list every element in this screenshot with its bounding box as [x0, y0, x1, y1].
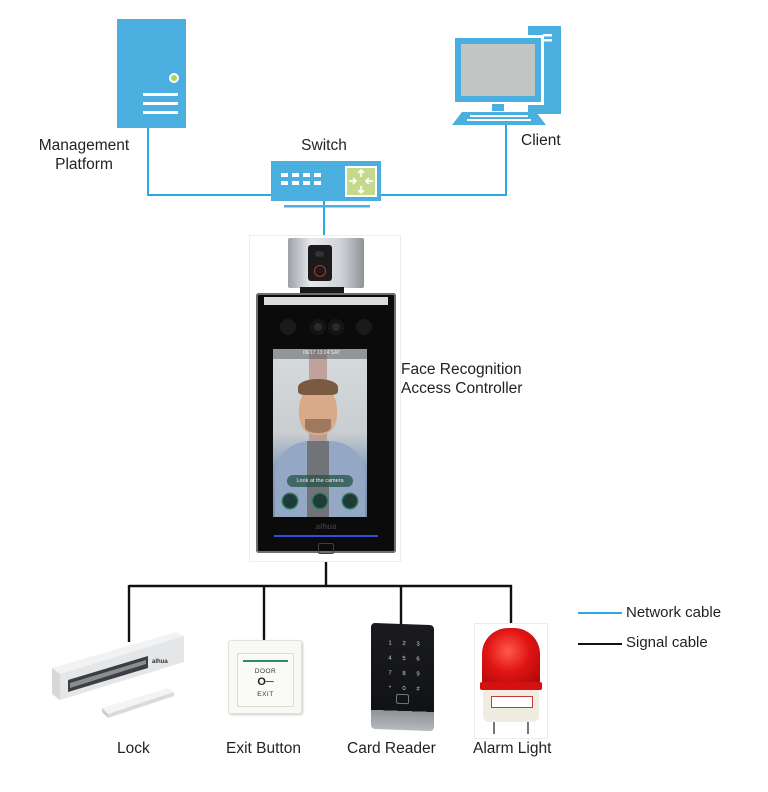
- legend-network-label: Network cable: [626, 604, 722, 621]
- network-cable-management: [147, 128, 272, 196]
- lock-label: Lock: [117, 740, 150, 757]
- screen-button-menu-icon[interactable]: [283, 494, 297, 508]
- keypad-key[interactable]: 3: [416, 641, 420, 648]
- management-platform-label: Management Platform: [24, 136, 144, 174]
- card-reader-device[interactable]: 1 2 3 4 5 6 7 8 9 * 0 #: [371, 622, 434, 732]
- key-icon: O─: [257, 676, 274, 688]
- exit-button-device[interactable]: DOOR O─ EXIT: [228, 640, 302, 714]
- controller-body: 06/17 13:24 SAT Look at the camera alhua: [256, 293, 396, 554]
- keypad-key[interactable]: 2: [402, 640, 406, 648]
- controller-label-line1: Face Recognition: [401, 361, 522, 378]
- exit-button-top-text: DOOR: [254, 668, 277, 675]
- legend-signal-label: Signal cable: [626, 634, 708, 651]
- legend-network-swatch: [578, 612, 622, 614]
- keypad-key[interactable]: 0: [402, 685, 406, 693]
- card-swipe-icon: [396, 693, 409, 705]
- network-cable-client: [381, 122, 507, 196]
- screen-button-card-icon[interactable]: [313, 494, 327, 508]
- camera-lens-icon: [310, 319, 326, 335]
- keypad-key[interactable]: 1: [388, 640, 392, 647]
- magnetic-lock-icon[interactable]: alhua: [48, 628, 198, 718]
- camera-lens-icon: [328, 319, 344, 335]
- status-light-bar: [274, 535, 378, 537]
- card-swipe-icon: [318, 543, 334, 554]
- exit-button-label: Exit Button: [226, 740, 301, 757]
- network-switch-icon[interactable]: [268, 158, 384, 214]
- switch-label: Switch: [301, 137, 347, 154]
- alarm-dome: [482, 628, 540, 686]
- legend-signal-swatch: [578, 643, 622, 645]
- thermal-camera-module: [288, 238, 364, 288]
- management-platform-label-line2: Platform: [55, 156, 113, 173]
- card-reader-label: Card Reader: [347, 740, 436, 757]
- keypad-key[interactable]: 7: [388, 670, 392, 677]
- alarm-light-device[interactable]: [474, 623, 548, 739]
- client-label: Client: [521, 132, 561, 149]
- exit-button-strip: [243, 660, 288, 662]
- alarm-base: [483, 690, 539, 722]
- screen-status-bar: 06/17 13:24 SAT: [273, 349, 367, 359]
- access-controller-device[interactable]: 06/17 13:24 SAT Look at the camera alhua: [249, 235, 401, 562]
- card-reader-keypad: 1 2 3 4 5 6 7 8 9 * 0 #: [383, 639, 425, 693]
- keypad-key[interactable]: 9: [416, 671, 420, 678]
- screen-prompt: Look at the camera: [287, 475, 353, 487]
- keypad-key[interactable]: *: [388, 685, 392, 692]
- controller-label: Face Recognition Access Controller: [401, 360, 522, 398]
- controller-label-line2: Access Controller: [401, 380, 523, 397]
- keypad-key[interactable]: 8: [402, 670, 406, 678]
- switch-arrows-icon: [349, 168, 373, 195]
- keypad-key[interactable]: #: [416, 686, 420, 693]
- desktop-computer-icon[interactable]: [450, 22, 566, 126]
- switch-ports-icon: [281, 173, 321, 185]
- thermal-lens-icon: [308, 245, 332, 281]
- screen-button-password-icon[interactable]: [343, 494, 357, 508]
- legend: Network cable Signal cable: [578, 602, 768, 652]
- alarm-light-label: Alarm Light: [473, 740, 552, 757]
- controller-screen[interactable]: 06/17 13:24 SAT Look at the camera: [273, 349, 367, 517]
- keypad-key[interactable]: 5: [402, 655, 406, 663]
- exit-button-bottom-text: EXIT: [257, 691, 274, 698]
- module-mount: [300, 287, 344, 295]
- keypad-key[interactable]: 4: [388, 655, 392, 662]
- lock-brand: alhua: [152, 659, 168, 665]
- screen-status-time: 06/17 13:24 SAT: [303, 350, 341, 356]
- brand-logo: alhua: [315, 522, 337, 531]
- management-platform-label-line1: Management: [38, 137, 130, 154]
- keypad-key[interactable]: 6: [416, 656, 420, 663]
- light-strip: [264, 297, 388, 305]
- server-icon[interactable]: [114, 16, 190, 130]
